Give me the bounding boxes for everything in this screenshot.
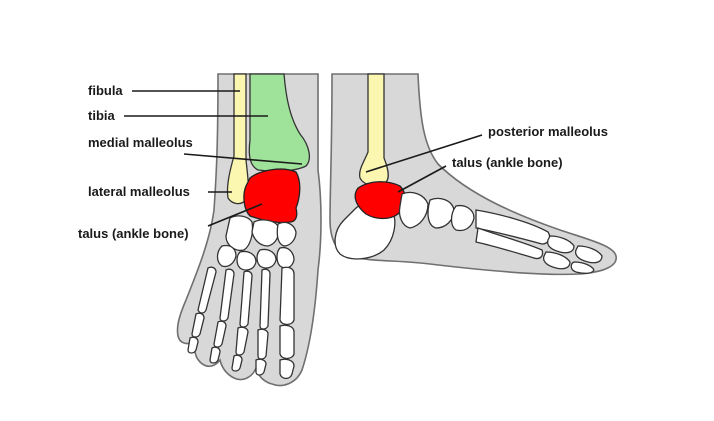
side-leg-skin bbox=[329, 73, 617, 276]
talus-bone-side bbox=[354, 181, 406, 220]
label-talus-front: talus (ankle bone) bbox=[78, 226, 189, 241]
side-tarsal-bones bbox=[398, 191, 475, 232]
front-tarsal-bones bbox=[216, 215, 297, 271]
front-view-foot bbox=[176, 73, 322, 387]
label-tibia: tibia bbox=[88, 108, 115, 123]
leader-medial-malleolus bbox=[183, 153, 303, 165]
leader-lines bbox=[124, 90, 483, 227]
label-talus-side: talus (ankle bone) bbox=[452, 155, 563, 170]
side-toe-bones bbox=[475, 209, 603, 274]
label-medial-malleolus: medial malleolus bbox=[88, 135, 193, 150]
fibula-bone bbox=[226, 73, 249, 205]
talus-bone-front bbox=[243, 168, 301, 224]
label-posterior-malleolus: posterior malleolus bbox=[488, 124, 608, 139]
leader-talus-side bbox=[397, 165, 447, 193]
label-lateral-malleolus: lateral malleolus bbox=[88, 184, 190, 199]
label-fibula: fibula bbox=[88, 83, 123, 98]
leader-talus-front bbox=[207, 203, 263, 227]
leader-posterior-malleolus bbox=[365, 134, 483, 173]
front-toe-bones bbox=[187, 266, 295, 380]
tibia-bone bbox=[248, 73, 311, 172]
side-view-foot bbox=[329, 73, 617, 276]
